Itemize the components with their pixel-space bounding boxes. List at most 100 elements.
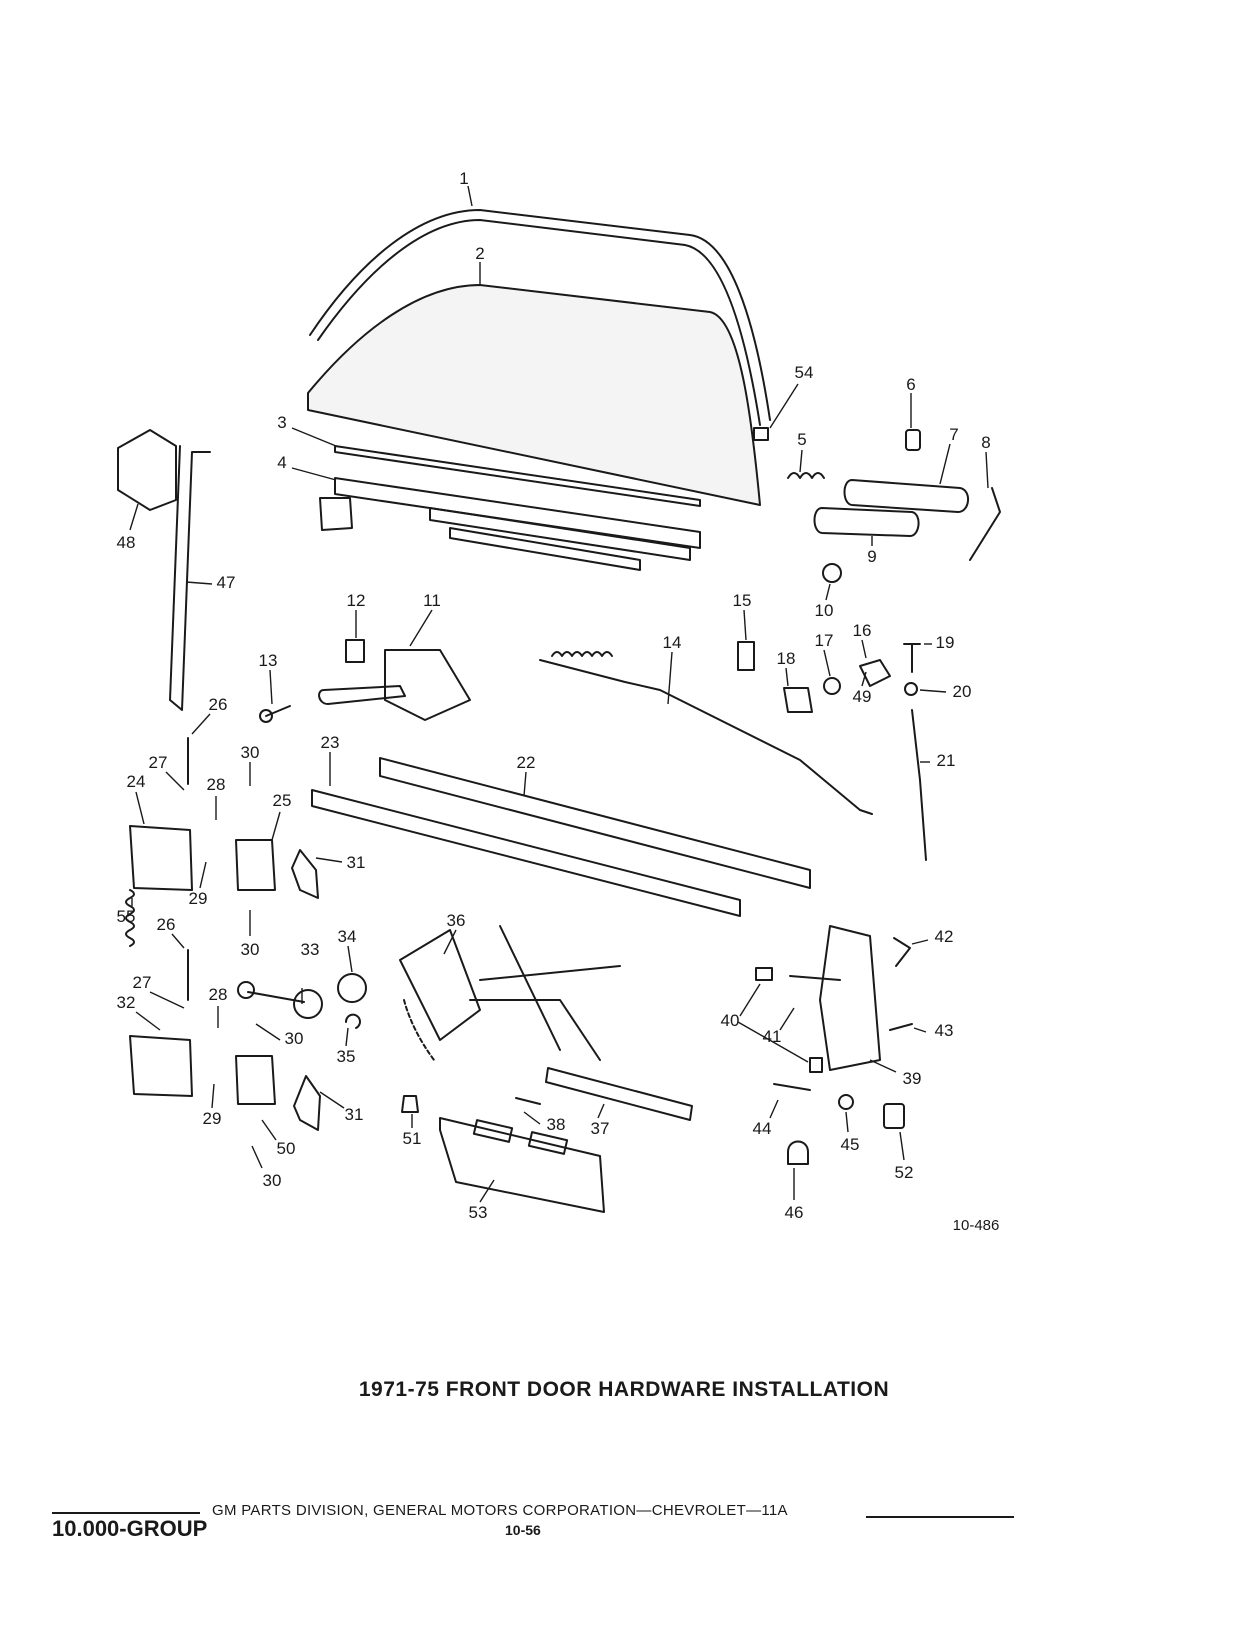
callout-number: 19 xyxy=(936,633,955,652)
callout-number: 29 xyxy=(189,889,208,908)
callout-number: 48 xyxy=(117,533,136,552)
callout-number: 44 xyxy=(753,1119,772,1138)
callout-number: 4 xyxy=(277,453,286,472)
callout-number: 47 xyxy=(217,573,236,592)
footer-rule xyxy=(52,1512,200,1514)
channel-clip xyxy=(753,427,769,441)
callout-number: 20 xyxy=(953,682,972,701)
callout-number: 12 xyxy=(347,591,366,610)
callout-number: 53 xyxy=(469,1203,488,1222)
callout-number: 7 xyxy=(949,425,958,444)
callout-number: 18 xyxy=(777,649,796,668)
callout-number: 9 xyxy=(867,547,876,566)
callout-number: 49 xyxy=(853,687,872,706)
spring xyxy=(787,472,825,479)
callout-number: 8 xyxy=(981,433,990,452)
callout-number: 52 xyxy=(895,1163,914,1182)
screw xyxy=(265,705,291,717)
window-regulator xyxy=(399,929,481,1041)
callout-number: 11 xyxy=(423,591,441,610)
crank-clip xyxy=(344,1013,361,1029)
callout-number: 31 xyxy=(347,853,366,872)
retainer xyxy=(783,687,813,713)
door-glass xyxy=(307,284,761,506)
striker-bolt xyxy=(773,1083,811,1091)
access-plug xyxy=(787,1140,809,1165)
callout-number: 39 xyxy=(903,1069,922,1088)
clip xyxy=(905,429,921,451)
callout-number: 1 xyxy=(459,169,468,188)
lock-lever xyxy=(737,641,755,671)
callout-number: 27 xyxy=(149,753,168,772)
callout-number: 50 xyxy=(277,1139,296,1158)
footer-division-text: GM PARTS DIVISION, GENERAL MOTORS CORPOR… xyxy=(212,1502,788,1519)
callout-number: 27 xyxy=(133,973,152,992)
callout-number: 21 xyxy=(937,751,956,770)
callout-number: 3 xyxy=(277,413,286,432)
washer xyxy=(904,682,918,696)
belt-sash-assembly xyxy=(334,477,701,549)
lower-hinge xyxy=(129,1035,193,1097)
callout-number: 35 xyxy=(337,1047,356,1066)
callout-number: 16 xyxy=(853,621,872,640)
callout-number: 31 xyxy=(345,1105,364,1124)
glass-run-channel xyxy=(309,209,771,421)
check-strap-bracket xyxy=(293,1075,321,1131)
spring-clip xyxy=(893,937,911,967)
callout-number: 32 xyxy=(117,993,136,1012)
footer-group-number: 10.000-GROUP xyxy=(52,1516,208,1541)
glass-sash-channel xyxy=(334,445,701,507)
lift-channel xyxy=(545,1067,693,1121)
lock-cable xyxy=(539,659,873,815)
callout-number: 13 xyxy=(259,651,278,670)
callout-number: 29 xyxy=(203,1109,222,1128)
nut-plate xyxy=(883,1103,905,1129)
callout-number: 37 xyxy=(591,1119,610,1138)
bumper xyxy=(822,563,842,583)
lock-clip xyxy=(755,967,773,981)
parts-illustration xyxy=(117,209,1001,1213)
callout-number: 23 xyxy=(321,733,340,752)
callout-number: 30 xyxy=(241,743,260,762)
outside-handle xyxy=(318,685,406,705)
escutcheon-plate xyxy=(813,507,920,537)
striker-washer xyxy=(838,1094,854,1110)
crank-escutcheon xyxy=(337,973,367,1003)
callout-number: 34 xyxy=(338,927,357,946)
support-bracket xyxy=(117,429,177,511)
check-strap-bracket xyxy=(291,849,319,899)
callout-number: 28 xyxy=(207,775,226,794)
inside-handle-bezel xyxy=(843,479,969,513)
callout-number: 38 xyxy=(547,1115,566,1134)
callout-labels: 1 2 3 4 5 6 7 8 9 10 11 12 13 14 15 16 1… xyxy=(117,169,991,1222)
callout-number: 14 xyxy=(663,633,682,652)
upper-hinge xyxy=(129,825,193,891)
bolt xyxy=(515,1097,541,1105)
callout-number: 30 xyxy=(263,1171,282,1190)
figure-id: 10-486 xyxy=(953,1217,1000,1234)
callout-number: 42 xyxy=(935,927,954,946)
callout-number: 2 xyxy=(475,244,484,263)
callout-number: 36 xyxy=(447,911,466,930)
door-lock xyxy=(819,925,881,1071)
callout-number: 30 xyxy=(241,940,260,959)
callout-number: 6 xyxy=(906,375,915,394)
callout-number: 40 xyxy=(721,1011,740,1030)
callout-number: 45 xyxy=(841,1135,860,1154)
callout-number: 55 xyxy=(117,907,136,926)
lower-glass-rail xyxy=(311,789,741,917)
callout-number: 25 xyxy=(273,791,292,810)
callout-number: 26 xyxy=(157,915,176,934)
figure-caption: 1971-75 FRONT DOOR HARDWARE INSTALLATION xyxy=(358,1378,890,1401)
callout-number: 33 xyxy=(301,940,320,959)
callout-number: 30 xyxy=(285,1029,304,1048)
callout-number: 28 xyxy=(209,985,228,1004)
callout-number: 15 xyxy=(733,591,752,610)
rivet xyxy=(903,643,921,673)
lock-rod xyxy=(911,709,927,861)
lock-clip xyxy=(809,1057,823,1073)
lock-screw xyxy=(889,1023,913,1031)
gasket xyxy=(823,677,841,695)
footer-page-number: 10-56 xyxy=(505,1522,541,1538)
